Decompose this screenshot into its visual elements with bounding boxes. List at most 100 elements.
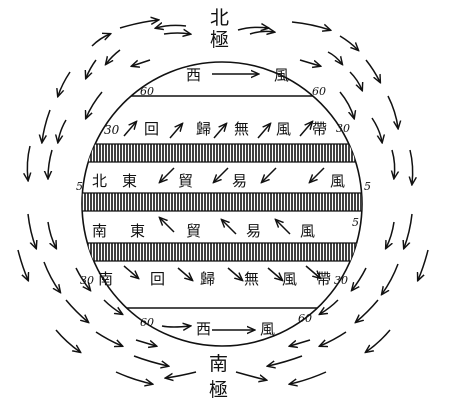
wind-arrow xyxy=(27,146,30,180)
wind-arrow xyxy=(28,214,36,248)
wind-arrow xyxy=(320,332,346,346)
lat-label-5s-right: 5 xyxy=(352,216,359,229)
wind-arrow xyxy=(300,60,320,66)
wind-arrow xyxy=(290,372,326,384)
ne-trade-char-3: 貿 xyxy=(178,172,193,190)
wind-arrow xyxy=(214,168,228,182)
wind-arrow xyxy=(276,220,290,234)
wind-arrow xyxy=(352,268,366,290)
wind-arrow xyxy=(160,218,174,232)
wind-arrow xyxy=(166,372,196,378)
wind-arrow xyxy=(58,72,70,96)
wind-arrow xyxy=(386,222,394,248)
ne-trade-char-1: 北 xyxy=(92,172,107,190)
wind-arrow xyxy=(418,250,428,280)
wind-arrow xyxy=(86,92,102,118)
wind-arrow xyxy=(58,120,66,142)
ne-trade-char-2: 東 xyxy=(122,172,137,190)
wind-arrow xyxy=(356,300,378,322)
wind-arrow xyxy=(44,262,60,292)
wind-arrow xyxy=(178,268,192,280)
wind-arrow xyxy=(262,168,276,182)
wind-arrow xyxy=(124,266,138,278)
bottom-calm-char-2: 回 xyxy=(150,270,165,288)
south-pole-label-2: 極 xyxy=(209,379,228,401)
wind-arrow xyxy=(238,27,268,30)
se-trade-char-2: 東 xyxy=(130,222,145,240)
wind-arrow xyxy=(48,222,56,248)
wind-arrow xyxy=(164,33,190,34)
wind-arrow xyxy=(162,326,190,327)
se-trade-char-5: 風 xyxy=(300,222,315,240)
wind-arrow xyxy=(328,52,342,64)
se-trade-char-1: 南 xyxy=(92,222,107,240)
wind-arrow xyxy=(404,214,412,248)
lat-label-60s: 60 xyxy=(140,316,154,329)
wind-arrow xyxy=(66,300,88,322)
hatch-strip-equator xyxy=(60,193,390,211)
top-calm-char-2: 歸 xyxy=(196,120,211,138)
bottom-calm-char-3: 歸 xyxy=(200,270,215,288)
lat-label-30s-right: 30 xyxy=(334,274,348,287)
bottom-calm-char-4: 無 xyxy=(244,270,259,288)
bottom-calm-char-6: 帶 xyxy=(316,270,331,288)
wind-arrow xyxy=(290,340,310,346)
top-westerly-char-1: 西 xyxy=(186,66,201,84)
lat-label-30n-right: 30 xyxy=(336,122,350,135)
wind-arrow xyxy=(116,372,152,384)
wind-arrow xyxy=(56,330,80,352)
wind-arrow xyxy=(134,356,168,366)
north-pole-label-1: 北 xyxy=(210,7,229,29)
wind-arrow xyxy=(382,264,398,294)
wind-arrow xyxy=(268,268,282,280)
se-trade-char-3: 貿 xyxy=(186,222,201,240)
wind-arrow xyxy=(292,22,330,30)
wind-arrow xyxy=(366,60,380,82)
wind-arrow xyxy=(124,122,136,136)
wind-arrow xyxy=(228,268,242,280)
wind-arrow xyxy=(136,340,156,346)
wind-arrow xyxy=(132,60,150,66)
wind-arrow xyxy=(214,124,226,138)
wind-arrow xyxy=(42,110,50,142)
wind-arrow xyxy=(18,250,28,280)
wind-arrow xyxy=(258,124,270,138)
top-calm-char-1: 回 xyxy=(144,120,159,138)
bottom-westerly-char-2: 風 xyxy=(260,320,275,338)
wind-arrow xyxy=(372,118,382,142)
top-calm-char-3: 無 xyxy=(234,120,249,138)
wind-arrow xyxy=(48,150,52,178)
wind-arrow xyxy=(410,150,413,184)
wind-arrow xyxy=(300,122,312,136)
wind-arrow xyxy=(340,92,354,118)
se-trade-char-4: 易 xyxy=(246,222,261,240)
wind-arrow xyxy=(160,168,174,182)
lat-label-60n: 60 xyxy=(140,85,154,98)
wind-arrow xyxy=(340,36,358,50)
wind-arrow xyxy=(96,332,122,346)
top-calm-char-5: 帶 xyxy=(312,120,327,138)
wind-arrow xyxy=(222,220,236,234)
bottom-calm-char-1: 南 xyxy=(98,270,113,288)
hatch-strip-30s xyxy=(60,243,390,261)
ne-trade-char-5: 風 xyxy=(330,172,345,190)
wind-arrow xyxy=(250,31,274,34)
lat-label-5n-left: 5 xyxy=(76,180,83,193)
wind-arrow xyxy=(86,60,96,78)
top-westerly-char-2: 風 xyxy=(274,66,289,84)
wind-arrow xyxy=(268,356,302,366)
wind-arrow xyxy=(104,300,122,314)
ne-trade-char-4: 易 xyxy=(232,172,247,190)
wind-arrow xyxy=(156,25,186,28)
south-pole-label-1: 南 xyxy=(209,353,228,375)
lat-label-5n-right: 5 xyxy=(364,180,371,193)
lat-label-30n-left: 30 xyxy=(104,123,120,137)
wind-arrow xyxy=(106,50,120,64)
wind-arrow xyxy=(350,72,362,90)
lat-label-60n-right: 60 xyxy=(312,85,326,98)
top-calm-char-4: 風 xyxy=(276,120,291,138)
bottom-westerly-char-1: 西 xyxy=(196,320,211,338)
bottom-calm-char-5: 風 xyxy=(282,270,297,288)
